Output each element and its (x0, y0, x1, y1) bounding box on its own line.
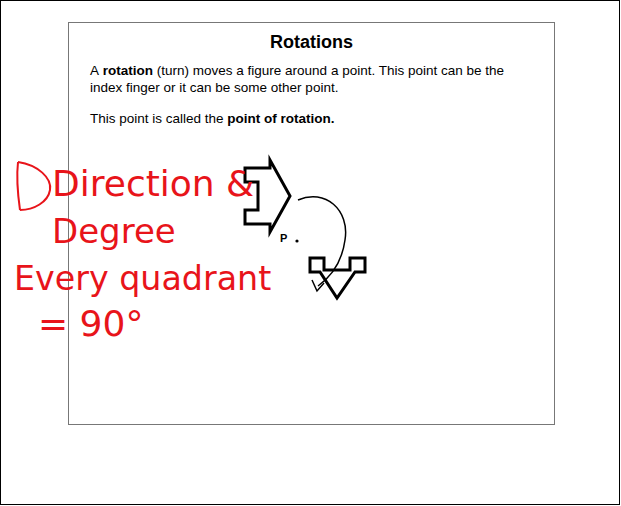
handwritten-note: = 90° (38, 306, 143, 342)
rotated-figure (310, 258, 365, 298)
handwritten-note: Every quadrant (14, 262, 271, 295)
arc-arrowhead (312, 280, 324, 291)
slide-title: Rotations (68, 32, 555, 53)
handwritten-note: Degree (52, 214, 176, 248)
body-text: This point is called thepoint of rotatio… (90, 110, 535, 127)
point-label: P (280, 232, 287, 244)
handwritten-note: Direction & (52, 166, 254, 202)
body-text: A (90, 63, 99, 78)
bold-term: point of rotation (227, 111, 330, 126)
body-text: Arotation(turn) moves a figure around a … (90, 62, 535, 96)
body-text: This point is called the (90, 111, 224, 126)
rotation-point (295, 239, 298, 242)
bold-term: rotation (103, 63, 153, 78)
bold-term: . (331, 111, 335, 126)
handwritten-stroke (17, 162, 50, 210)
